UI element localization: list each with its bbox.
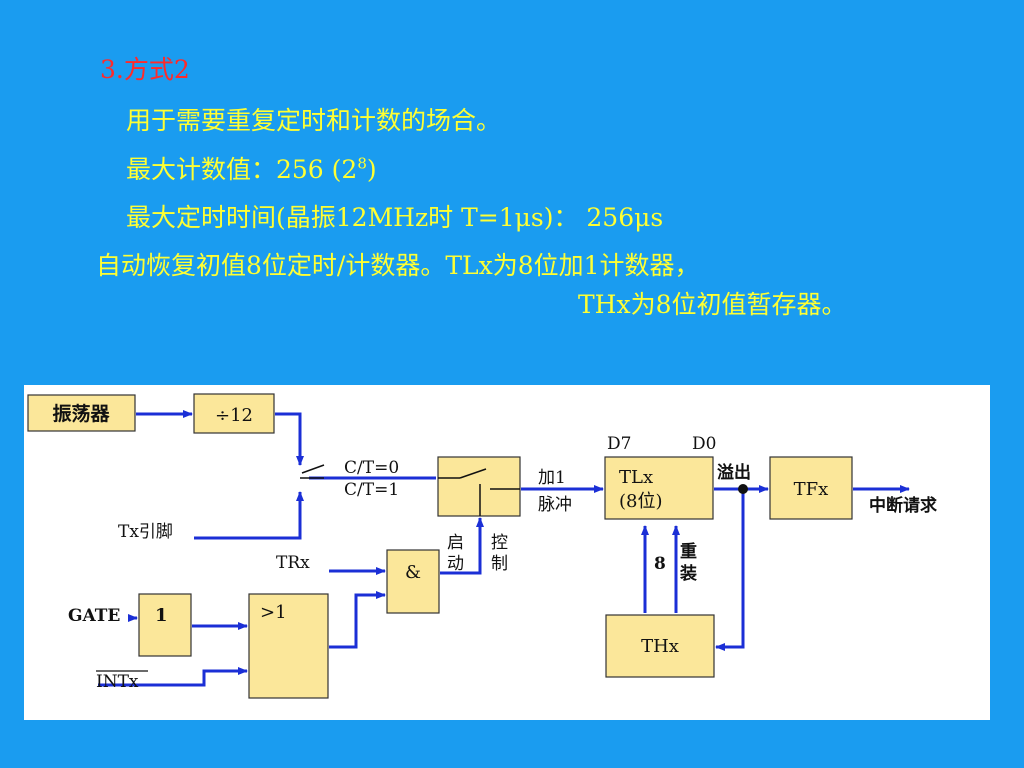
tlx-register-block	[604, 456, 714, 520]
thx-label: THx	[641, 636, 679, 657]
wire-div-to-switch	[275, 412, 304, 466]
wire-txpin-to-switch	[194, 491, 304, 540]
reload-label-2: 装	[679, 563, 697, 584]
tx-pin-label: Tx引脚	[118, 522, 173, 542]
start-label-2: 动	[447, 554, 464, 574]
slide-title: 3.方式2	[100, 55, 190, 84]
inverter-block	[138, 593, 192, 657]
blocks: 振荡器 ÷12 TLx (8位) TFx & 1 >1 THx	[27, 393, 853, 699]
ct-mode-switch	[300, 464, 325, 479]
wire-overflow-to-thx	[715, 489, 745, 651]
control-switch-blade	[459, 468, 487, 479]
control-switch-block	[437, 456, 521, 517]
max-count-close: )	[366, 155, 377, 184]
text-line-auto-reload: 自动恢复初值8位定时/计数器。TLx为8位加1计数器，	[96, 251, 700, 280]
wire-intx-to-or	[98, 667, 248, 687]
tlx-label: TLx	[619, 467, 653, 488]
text-line-thx: THx为8位初值暂存器。	[578, 290, 847, 319]
timer-mode2-diagram: 振荡器 ÷12 TLx (8位) TFx & 1 >1 THx C/T=0	[24, 385, 990, 720]
trx-label: TRx	[276, 553, 310, 573]
tfx-label: TFx	[794, 479, 829, 500]
and-gate-label: &	[405, 562, 421, 583]
d0-label: D0	[692, 434, 716, 454]
or-gate-block	[248, 593, 329, 699]
oscillator-block	[27, 394, 136, 432]
thx-register-block	[605, 614, 715, 678]
oscillator-label: 振荡器	[52, 402, 110, 425]
wire-or-to-and	[329, 591, 386, 649]
inverter-label: 1	[155, 605, 168, 626]
and-gate-block	[386, 549, 440, 614]
gate-label: GATE	[68, 606, 120, 626]
add1-label: 加1	[538, 468, 566, 488]
reload-label-1: 重	[680, 541, 697, 562]
ct0-label: C/T=0	[344, 458, 399, 478]
text-line-usage: 用于需要重复定时和计数的场合。	[126, 106, 502, 135]
wire-and-to-control	[440, 517, 484, 575]
text-line-max-count: 最大计数值：256 (28)	[126, 150, 377, 186]
max-count-text: 最大计数值：256 (2	[126, 155, 358, 184]
switch-contact-upper	[301, 464, 325, 474]
divider-label: ÷12	[215, 405, 253, 426]
start-label-1: 启	[447, 533, 464, 553]
diagram-canvas: 振荡器 ÷12 TLx (8位) TFx & 1 >1 THx C/T=0	[27, 393, 937, 699]
wires	[98, 410, 910, 687]
pulse-label: 脉冲	[538, 495, 572, 515]
signal-labels: C/T=0 C/T=1 Tx引脚 TRx GATE INTx 启 动 控 制 加…	[68, 434, 937, 692]
intx-label: INTx	[96, 672, 139, 692]
divider-block	[193, 393, 275, 434]
bus-width-label: 8	[654, 554, 666, 574]
overflow-label: 溢出	[717, 462, 751, 483]
text-line-max-time: 最大定时时间(晶振12MHz时 T=1μs)： 256μs	[126, 203, 664, 232]
tfx-flag-block	[769, 456, 853, 520]
or-gate-label: >1	[260, 602, 287, 623]
interrupt-request-label: 中断请求	[869, 495, 937, 516]
junction-dot	[738, 484, 748, 494]
tlx-width-label: (8位)	[619, 491, 663, 512]
ct1-label: C/T=1	[344, 480, 399, 500]
control-label-2: 制	[491, 554, 508, 574]
d7-label: D7	[607, 434, 631, 454]
max-count-exponent: 8	[357, 154, 367, 173]
control-label-1: 控	[491, 533, 508, 553]
